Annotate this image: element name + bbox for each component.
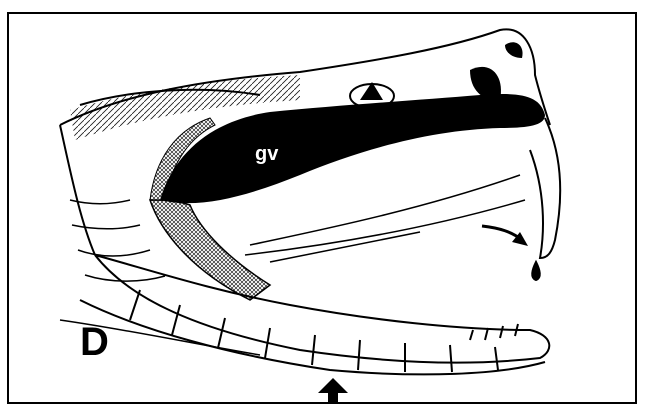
lower-jaw xyxy=(80,255,549,374)
fang xyxy=(530,118,560,280)
venom-drop xyxy=(532,262,540,280)
up-arrow-icon xyxy=(318,378,348,404)
gland-label: gv xyxy=(255,143,279,165)
curved-arrow-icon xyxy=(482,226,528,246)
venom-gland: gv xyxy=(160,94,545,203)
palate xyxy=(245,175,525,262)
panel-label: D xyxy=(80,322,109,362)
